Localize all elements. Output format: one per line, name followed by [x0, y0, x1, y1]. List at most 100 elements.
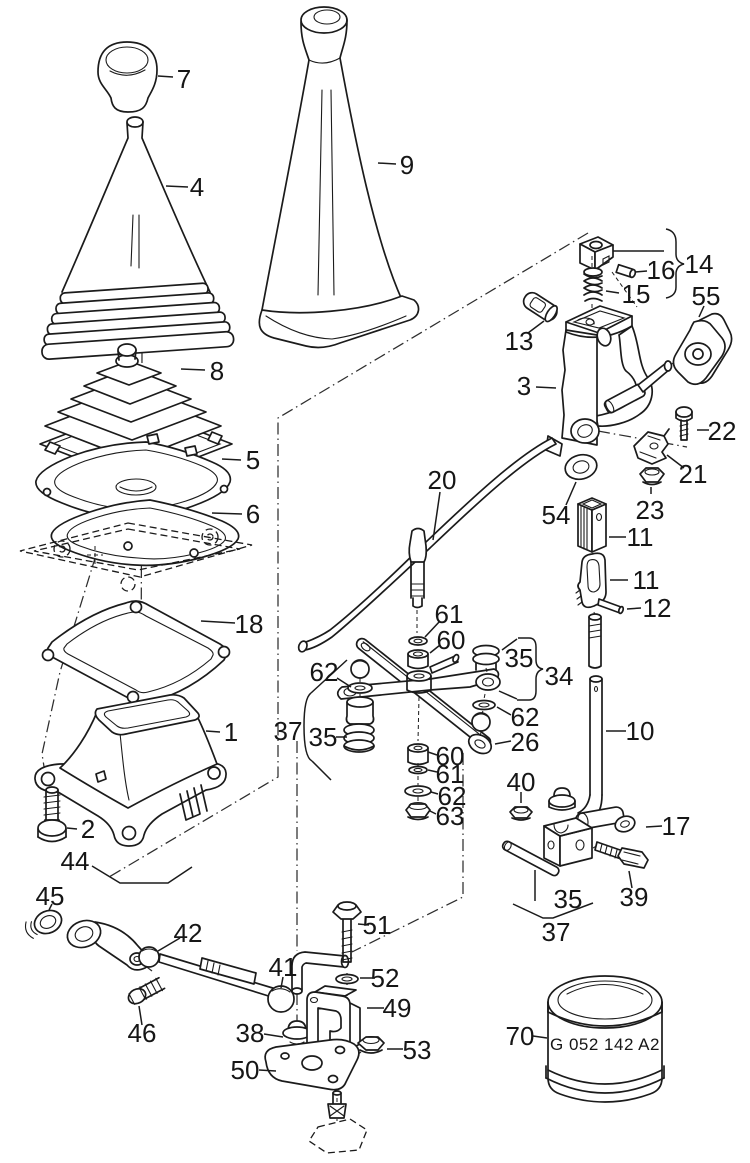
bushing-washer-54	[564, 453, 598, 481]
part-label-34: 34	[545, 661, 574, 691]
part-label-16: 16	[647, 255, 676, 285]
small-shift-boot	[41, 116, 235, 360]
gasket	[41, 600, 231, 704]
container-code-label: G 052 142 A2	[550, 1035, 660, 1054]
part-label-17: 17	[662, 811, 691, 841]
ball-stud-42	[138, 946, 160, 968]
right-bushing-stack	[471, 644, 501, 738]
part-label-44: 44	[61, 846, 90, 876]
selector-link-rod	[158, 953, 295, 1013]
part-label-35l: 35	[309, 722, 338, 752]
part-label-52: 52	[371, 963, 400, 993]
washer-52	[335, 973, 359, 985]
part-label-60a: 60	[437, 625, 466, 655]
linkage-pin	[429, 655, 459, 674]
part-label-6: 6	[246, 499, 260, 529]
bushing-17	[614, 815, 636, 833]
part-number-labels: 7 4 9 8 5 6 18 1 2 44 45 42 41 46 38 50 …	[36, 64, 737, 1085]
lower-fastener-stack	[404, 696, 432, 821]
part-label-7: 7	[177, 64, 191, 94]
part-label-4: 4	[190, 172, 204, 202]
part-label-40: 40	[507, 767, 536, 797]
slide-block-upper-11	[577, 497, 607, 553]
relay-lever-assembly	[24, 909, 166, 1005]
part-label-11b: 11	[633, 565, 660, 595]
shift-lever-bracket	[545, 305, 673, 457]
gear-oil-container: G 052 142 A2	[545, 975, 665, 1103]
part-label-26: 26	[511, 727, 540, 757]
part-label-45: 45	[36, 881, 65, 911]
ball-socket-41	[267, 985, 295, 1013]
shift-housing-cover	[35, 433, 232, 525]
part-label-62r: 62	[511, 702, 540, 732]
part-label-39: 39	[620, 882, 649, 912]
flange-nut-40	[509, 806, 533, 821]
bearing-block-49	[306, 985, 361, 1057]
rubber-mount-55	[672, 312, 733, 386]
part-label-70: 70	[506, 1021, 535, 1051]
part-label-54: 54	[542, 500, 571, 530]
part-label-23: 23	[636, 495, 665, 525]
lock-bolt-46	[127, 976, 166, 1005]
part-label-35r: 35	[505, 643, 534, 673]
part-label-51: 51	[363, 910, 392, 940]
part-label-42: 42	[174, 918, 203, 948]
slide-block-lower-11	[575, 552, 607, 617]
selector-shaft-10	[574, 613, 625, 830]
part-label-62b: 62	[438, 781, 467, 811]
part-label-14: 14	[685, 249, 714, 279]
bolt-39	[594, 841, 649, 869]
part-label-5: 5	[246, 445, 260, 475]
part-label-53: 53	[403, 1035, 432, 1065]
gearshift-rod	[297, 437, 557, 653]
relay-arm	[336, 653, 500, 700]
clevis-block	[501, 817, 593, 877]
roll-pin-12	[597, 598, 625, 615]
part-label-21: 21	[679, 459, 708, 489]
part-label-60b: 60	[436, 741, 465, 771]
part-label-41: 41	[269, 952, 298, 982]
part-label-35c: 35	[554, 884, 583, 914]
part-label-37l: 37	[274, 716, 303, 746]
locating-pin-13	[522, 291, 558, 323]
leader-lines	[48, 75, 709, 1072]
part-label-1: 1	[224, 717, 238, 747]
part-label-20: 20	[428, 465, 457, 495]
part-label-8: 8	[210, 356, 224, 386]
shifter-housing	[34, 693, 227, 847]
left-bushing-stack	[343, 659, 375, 753]
gear-shift-knob	[97, 41, 158, 113]
part-label-62l: 62	[310, 657, 339, 687]
large-shift-boot	[258, 6, 420, 349]
mount-plate-50	[264, 1038, 360, 1091]
set-screw-16	[615, 263, 637, 279]
part-label-12: 12	[643, 593, 672, 623]
part-label-13: 13	[505, 326, 534, 356]
part-label-55: 55	[692, 281, 721, 311]
part-label-46: 46	[128, 1018, 157, 1048]
part-label-9: 9	[400, 150, 414, 180]
part-label-63: 63	[436, 801, 465, 831]
ball-pin-rod-tip	[408, 527, 428, 633]
bolt-51	[332, 901, 362, 963]
part-label-10: 10	[626, 716, 655, 746]
flange-nut-53	[357, 1035, 385, 1054]
part-label-18: 18	[235, 609, 264, 639]
part-label-15: 15	[622, 279, 651, 309]
part-label-37c: 37	[542, 917, 571, 947]
screw-22	[675, 406, 693, 441]
part-label-50: 50	[231, 1055, 260, 1085]
upper-washer-bushing	[407, 636, 429, 670]
detent-plunger-housing	[579, 236, 614, 271]
part-label-22: 22	[708, 416, 737, 446]
part-label-38: 38	[236, 1018, 265, 1048]
detent-spring-15	[583, 256, 603, 312]
part-label-61a: 61	[435, 599, 464, 629]
hex-nut-23	[639, 467, 665, 486]
clamp-21	[633, 428, 670, 465]
part-label-61b: 61	[436, 759, 465, 789]
part-label-3: 3	[517, 371, 531, 401]
part-label-49: 49	[383, 993, 412, 1023]
part-label-11a: 11	[627, 522, 654, 552]
